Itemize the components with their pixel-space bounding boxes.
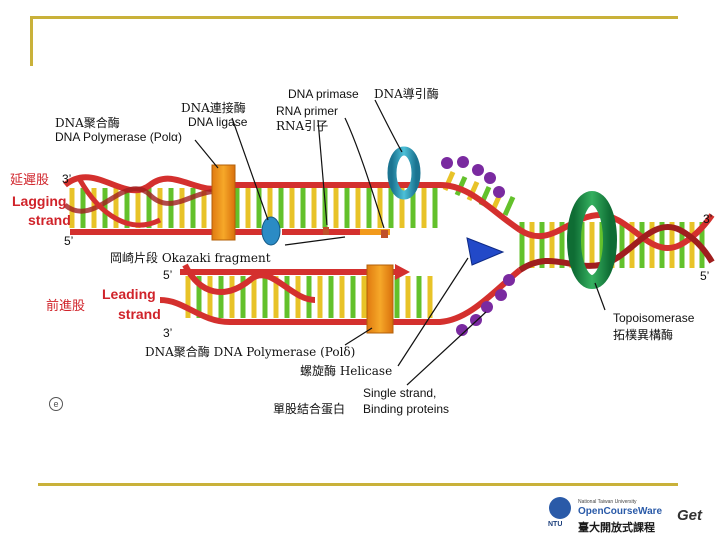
dna-ligase-shape	[261, 216, 281, 246]
label-end-3-leading: 3’	[163, 326, 173, 340]
label-lagging-2: strand	[28, 212, 71, 228]
label-helicase: 螺旋酶 Helicase	[300, 364, 393, 378]
label-dna-ligase: DNA ligase	[188, 115, 248, 129]
parental-backbone-2	[518, 224, 715, 273]
lagging-template-backbone	[63, 174, 522, 233]
label-ssb-zh: 單股結合蛋白	[273, 402, 346, 416]
pol-delta-block	[366, 264, 394, 334]
unwound-base	[502, 195, 516, 217]
callout-lines	[194, 99, 606, 386]
label-pol-alpha: DNA Polymerase (Polα)	[55, 130, 182, 144]
frame-left-line	[30, 16, 33, 66]
label-topoisomerase-zh: 拓樸異構酶	[613, 328, 674, 342]
label-end-3-right: 3’	[703, 212, 713, 226]
frame-top-line	[30, 16, 678, 19]
label-topoisomerase: Topoisomerase	[613, 311, 695, 325]
primer-mark-1	[323, 227, 329, 235]
label-rna-primer: RNA primer	[276, 104, 339, 118]
parental-backbone-1	[518, 211, 715, 251]
label-dna-ligase-zh: DNA連接酶	[181, 101, 246, 115]
label-rna-primer-zh: RNA引子	[276, 119, 329, 133]
rna-primer-segment	[360, 229, 390, 235]
label-ssb-2: Binding proteins	[363, 402, 450, 416]
ocw-line1: National Taiwan University	[578, 499, 637, 505]
label-pol-delta: DNA聚合酶 DNA Polymerase (Polδ)	[145, 345, 356, 359]
label-lagging-zh: 延遲股	[10, 173, 50, 188]
lagging-helix-curl	[77, 178, 162, 228]
ntu-logo-text: NTU	[548, 521, 563, 528]
leading-strand-arrowhead	[395, 264, 410, 280]
label-lagging-1: Lagging	[12, 193, 67, 209]
label-leading-zh: 前進股	[46, 299, 86, 314]
copyright-icon: e	[49, 397, 63, 411]
primer-mark-2	[381, 230, 388, 238]
lagging-template-backbone-back	[63, 186, 232, 214]
ocw-line2: OpenCourseWare	[578, 506, 663, 517]
label-pol-alpha-zh: DNA聚合酶	[55, 116, 120, 130]
ssb-proteins	[441, 156, 515, 336]
label-dna-primase: DNA primase	[288, 87, 359, 101]
pol-alpha-block	[211, 164, 236, 241]
ntu-logo	[549, 497, 571, 519]
unwound-base	[454, 175, 468, 197]
primase-ring	[387, 146, 421, 200]
label-ssb-1: Single strand,	[363, 386, 437, 400]
label-end-5-leading: 5’	[163, 268, 173, 282]
get-logo: Get	[677, 507, 703, 524]
label-okazaki: 岡崎片段 Okazaki fragment	[110, 251, 271, 265]
label-end-5-right: 5’	[700, 269, 710, 283]
leading-template-backbone	[159, 267, 522, 325]
frame-bottom-line	[38, 483, 678, 486]
label-leading-2: strand	[118, 306, 161, 322]
topoisomerase-ring	[567, 191, 617, 289]
label-end-3-lagging: 3’	[62, 172, 72, 186]
label-dna-primase-zh: DNA導引酶	[374, 87, 439, 101]
helicase-shape	[466, 237, 505, 266]
leading-helix-curl	[182, 263, 316, 303]
label-leading-1: Leading	[102, 286, 156, 302]
ocw-line3: 臺大開放式課程	[578, 521, 655, 534]
label-end-5-lagging: 5’	[64, 234, 74, 248]
